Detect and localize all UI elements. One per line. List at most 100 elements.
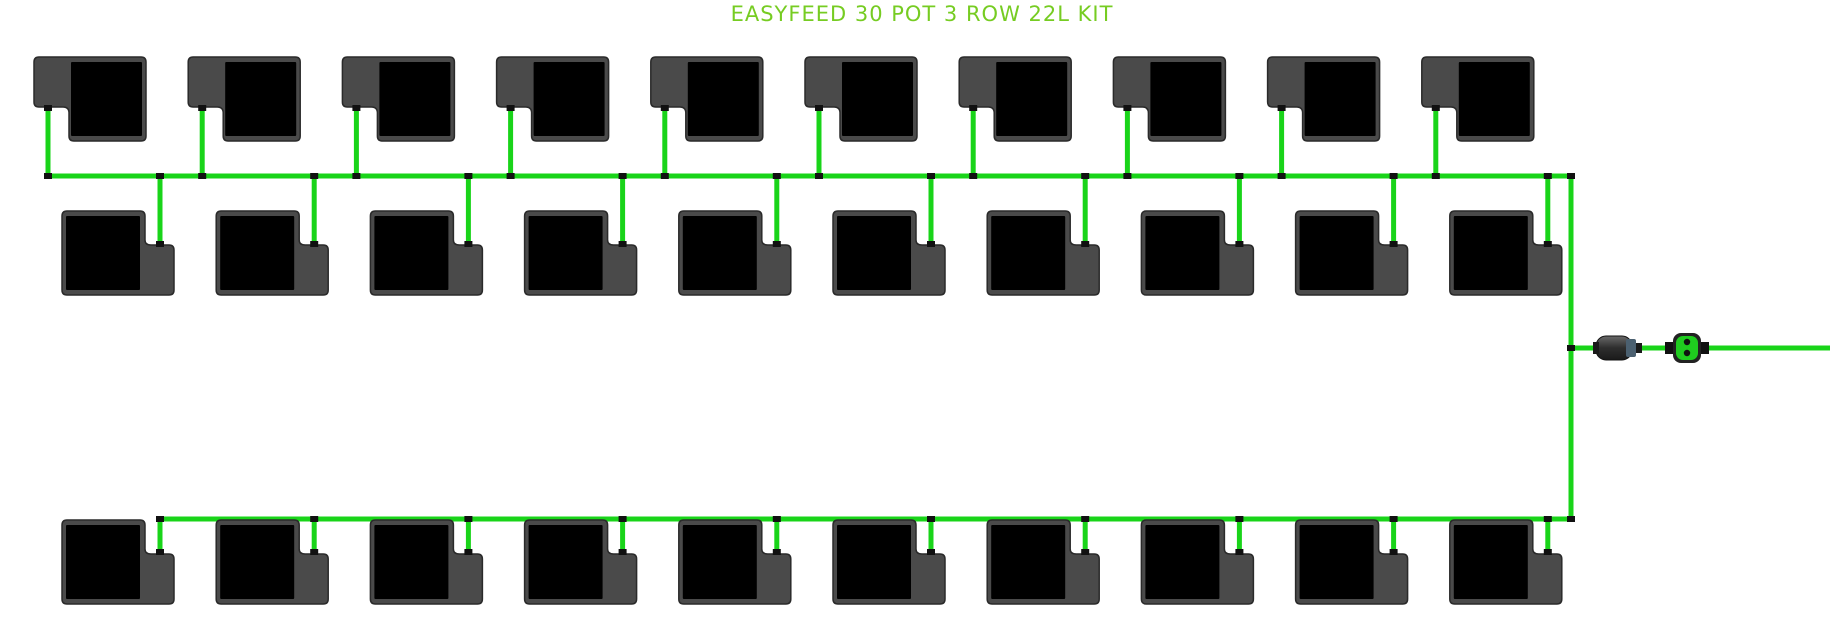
t-connector-icon xyxy=(1389,173,1398,179)
filter-collar xyxy=(1626,339,1636,357)
t-connector-icon xyxy=(1431,173,1440,179)
pot-well xyxy=(996,62,1068,136)
t-connector-icon xyxy=(310,241,319,247)
pot-icon xyxy=(61,519,175,605)
t-connector-icon xyxy=(310,549,319,555)
valve-inlet xyxy=(1665,342,1673,354)
t-connector-icon xyxy=(618,173,627,179)
t-connector-icon xyxy=(969,173,978,179)
t-connector-icon xyxy=(927,549,935,555)
t-connector-icon xyxy=(1235,516,1244,522)
pot-icon xyxy=(678,210,792,296)
t-connector-icon xyxy=(1081,549,1090,555)
filter-inlet xyxy=(1593,342,1599,354)
t-connector-icon xyxy=(156,241,164,247)
pot-well xyxy=(682,525,757,599)
t-connector-icon xyxy=(1389,549,1398,555)
t-connector-icon xyxy=(464,549,473,555)
t-connector-icon xyxy=(1081,173,1090,179)
t-connector-icon xyxy=(156,173,164,179)
t-connector-icon xyxy=(815,105,823,111)
filter-icon xyxy=(1593,335,1642,361)
t-connector-icon xyxy=(1389,516,1398,522)
t-connector-icon xyxy=(156,549,164,555)
t-connector-icon xyxy=(1277,173,1286,179)
pot-well xyxy=(374,216,449,290)
pot-icon xyxy=(986,210,1100,296)
pot-icon xyxy=(678,519,792,605)
t-connector-icon xyxy=(44,105,52,111)
pot-icon xyxy=(341,56,456,142)
t-connector-icon xyxy=(969,105,978,111)
t-connector-icon xyxy=(198,173,207,179)
pot-icon xyxy=(33,56,147,142)
pot-icon xyxy=(1449,210,1563,296)
pot-icon xyxy=(650,56,764,142)
t-connector-icon xyxy=(1543,241,1552,247)
pot-well xyxy=(837,216,911,290)
pot-well xyxy=(220,216,295,290)
pot-icon xyxy=(1421,56,1535,142)
pot-well xyxy=(1453,525,1528,599)
pot-icon xyxy=(369,519,484,605)
pot-well xyxy=(1299,525,1374,599)
pot-icon xyxy=(1266,56,1381,142)
pot-well xyxy=(225,62,297,136)
pot-well xyxy=(991,525,1066,599)
connectors-group xyxy=(44,105,1575,555)
t-connector-icon xyxy=(618,516,627,522)
pot-well xyxy=(842,62,913,136)
pot-well xyxy=(1453,216,1528,290)
t-connector-icon xyxy=(1431,105,1440,111)
pot-well xyxy=(991,216,1066,290)
t-connector-icon xyxy=(772,516,781,522)
t-connector-icon xyxy=(352,105,361,111)
t-connector-icon xyxy=(352,173,361,179)
pot-icon xyxy=(958,56,1072,142)
pot-well xyxy=(528,525,603,599)
t-connector-icon xyxy=(156,516,164,522)
t-connector-icon xyxy=(1081,516,1090,522)
pot-well xyxy=(1150,62,1222,136)
t-connector-icon xyxy=(506,173,515,179)
valve-body xyxy=(1676,336,1698,360)
t-connector-icon xyxy=(1235,549,1244,555)
pot-well xyxy=(379,62,451,136)
t-connector-icon xyxy=(1081,241,1090,247)
filter-outlet xyxy=(1636,343,1642,353)
pot-well xyxy=(66,216,140,290)
pot-icon xyxy=(61,210,175,296)
pot-icon xyxy=(1140,210,1255,296)
t-connector-icon xyxy=(1277,105,1286,111)
pot-well xyxy=(837,525,911,599)
pot-icon xyxy=(1112,56,1227,142)
t-connector-icon xyxy=(618,241,627,247)
pot-well xyxy=(682,216,757,290)
t-connector-icon xyxy=(772,173,781,179)
fittings-group xyxy=(1593,333,1709,363)
pot-well xyxy=(533,62,605,136)
pot-icon xyxy=(369,210,484,296)
pot-icon xyxy=(832,210,946,296)
t-connector-icon xyxy=(464,173,473,179)
t-connector-icon xyxy=(464,516,473,522)
pot-icon xyxy=(1294,519,1409,605)
t-connector-icon xyxy=(1543,173,1552,179)
t-connector-icon xyxy=(506,105,515,111)
pot-well xyxy=(1304,62,1376,136)
t-connector-icon xyxy=(310,516,319,522)
valve-outlet xyxy=(1701,342,1709,354)
pot-icon xyxy=(832,519,946,605)
pot-icon xyxy=(523,210,638,296)
t-connector-icon xyxy=(618,549,627,555)
pot-well xyxy=(1458,62,1530,136)
t-connector-icon xyxy=(927,173,935,179)
pot-well xyxy=(1145,216,1220,290)
t-connector-icon xyxy=(772,549,781,555)
t-connector-icon xyxy=(1543,549,1552,555)
t-connector-icon xyxy=(660,173,669,179)
pot-well xyxy=(528,216,603,290)
pot-well xyxy=(66,525,140,599)
t-connector-icon xyxy=(660,105,669,111)
pot-well xyxy=(1145,525,1220,599)
